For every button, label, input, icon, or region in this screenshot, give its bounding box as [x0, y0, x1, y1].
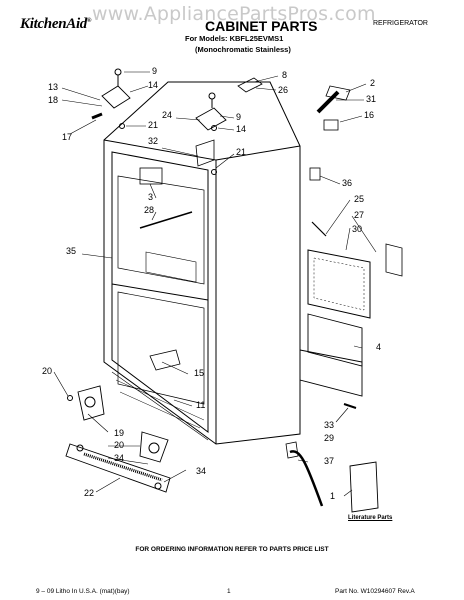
page-title: CABINET PARTS — [205, 18, 318, 34]
literature-label: Literature Parts — [348, 515, 393, 521]
callout-28: 28 — [144, 205, 155, 215]
callout-2: 2 — [370, 78, 376, 88]
callout-16: 16 — [364, 110, 375, 120]
callout-17: 17 — [62, 132, 73, 142]
callout-34: 34 — [114, 453, 125, 463]
brand-logo: KitchenAid® — [20, 16, 92, 32]
callout-29: 29 — [324, 433, 335, 443]
litho-note: 9 – 09 Litho In U.S.A. (mat)(bay) — [36, 588, 130, 595]
callout-22: 22 — [84, 488, 95, 498]
cabinet-outline — [103, 81, 301, 445]
callout-14: 14 — [148, 80, 159, 90]
callout-37: 37 — [324, 456, 335, 466]
callout-20b: 20 — [114, 440, 125, 450]
callout-24: 24 — [162, 110, 173, 120]
callout-33: 33 — [324, 420, 335, 430]
callout-18: 18 — [48, 95, 59, 105]
models-line: For Models: KBFL25EVMS1 — [185, 34, 284, 43]
callout-9: 9 — [152, 66, 158, 76]
callout-3: 3 — [148, 192, 154, 202]
callout-36: 36 — [342, 178, 353, 188]
callout-25: 25 — [354, 194, 365, 204]
callout-14b: 14 — [236, 124, 247, 134]
finish-line: (Monochromatic Stainless) — [195, 45, 291, 54]
callout-8: 8 — [282, 70, 288, 80]
callout-34b: 34 — [196, 466, 207, 476]
callout-11: 11 — [196, 400, 206, 410]
page-number: 1 — [227, 588, 231, 595]
callout-31: 31 — [366, 94, 377, 104]
category-label: REFRIGERATOR — [373, 20, 428, 27]
callout-30: 30 — [352, 224, 363, 234]
callout-21b: 21 — [236, 147, 247, 157]
callout-19: 19 — [114, 428, 125, 438]
callout-32: 32 — [148, 136, 159, 146]
callout-21: 21 — [148, 120, 159, 130]
callout-26: 26 — [278, 85, 289, 95]
callout-27: 27 — [354, 210, 365, 220]
part-number: Part No. W10294607 Rev.A — [335, 588, 415, 595]
callout-13: 13 — [48, 82, 59, 92]
ordering-notice: FOR ORDERING INFORMATION REFER TO PARTS … — [135, 546, 329, 553]
callout-9b: 9 — [236, 112, 242, 122]
watermark: www.AppliancePartsPros.com — [92, 3, 376, 25]
callout-15: 15 — [194, 368, 205, 378]
callout-4: 4 — [376, 342, 382, 352]
callout-20: 20 — [42, 366, 53, 376]
callout-1: 1 — [330, 491, 336, 501]
callout-35: 35 — [66, 246, 77, 256]
